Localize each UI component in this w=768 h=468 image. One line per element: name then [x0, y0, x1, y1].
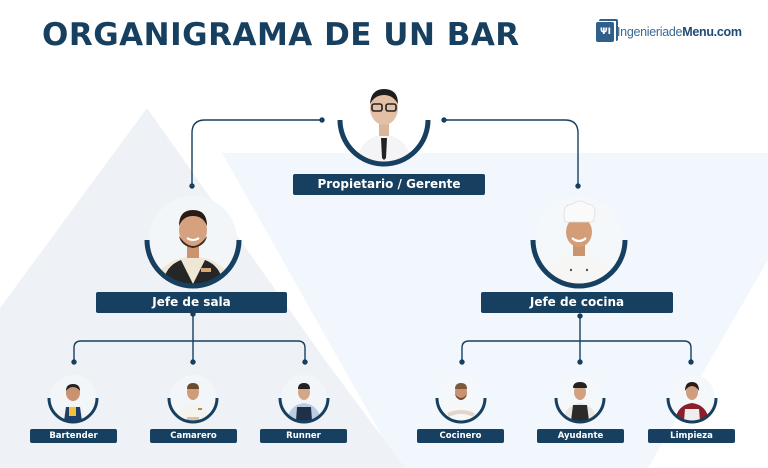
brand-logo[interactable]: ΨΙ IngenieriadeMenu.com — [596, 19, 742, 42]
avatar-ring-arc — [435, 397, 487, 424]
label-jefe-de-cocina: Jefe de cocina — [481, 292, 673, 313]
label-propietario-gerente: Propietario / Gerente — [293, 174, 485, 195]
connector-root-to-sala — [191, 119, 322, 186]
label-bartender: Bartender — [30, 429, 117, 443]
label-camarero: Camarero — [150, 429, 237, 443]
head-waiter-photo — [149, 196, 237, 284]
menu-book-cutlery-icon: ΨΙ — [596, 19, 618, 42]
avatar-ring-arc — [666, 397, 718, 424]
avatar-ring-arc — [554, 397, 606, 424]
avatar-ring-arc — [47, 397, 99, 424]
label-ayudante: Ayudante — [537, 429, 624, 443]
brand-logo-text: IngenieriadeMenu.com — [617, 25, 742, 39]
cook-photo — [438, 375, 484, 421]
page-title: ORGANIGRAMA DE UN BAR — [42, 17, 520, 53]
avatar-ring-arc — [337, 119, 431, 167]
manager-photo — [343, 80, 425, 162]
connector-root-to-cocina — [444, 119, 579, 186]
kitchen-assistant-photo — [557, 375, 603, 421]
avatar-ring-arc — [167, 397, 219, 424]
waiter-photo — [170, 375, 216, 421]
connector-sala-children — [73, 314, 306, 362]
label-limpieza: Limpieza — [648, 429, 735, 443]
label-runner: Runner — [260, 429, 347, 443]
connector-cocina-children — [461, 316, 692, 362]
avatar-ring-arc — [278, 397, 330, 424]
cleaning-staff-photo — [669, 375, 715, 421]
bartender-photo — [50, 375, 96, 421]
runner-photo — [281, 375, 327, 421]
label-jefe-de-sala: Jefe de sala — [96, 292, 287, 313]
label-cocinero: Cocinero — [417, 429, 504, 443]
avatar-ring-arc — [530, 239, 628, 289]
avatar-ring-arc — [144, 239, 242, 289]
head-chef-photo — [535, 196, 623, 284]
